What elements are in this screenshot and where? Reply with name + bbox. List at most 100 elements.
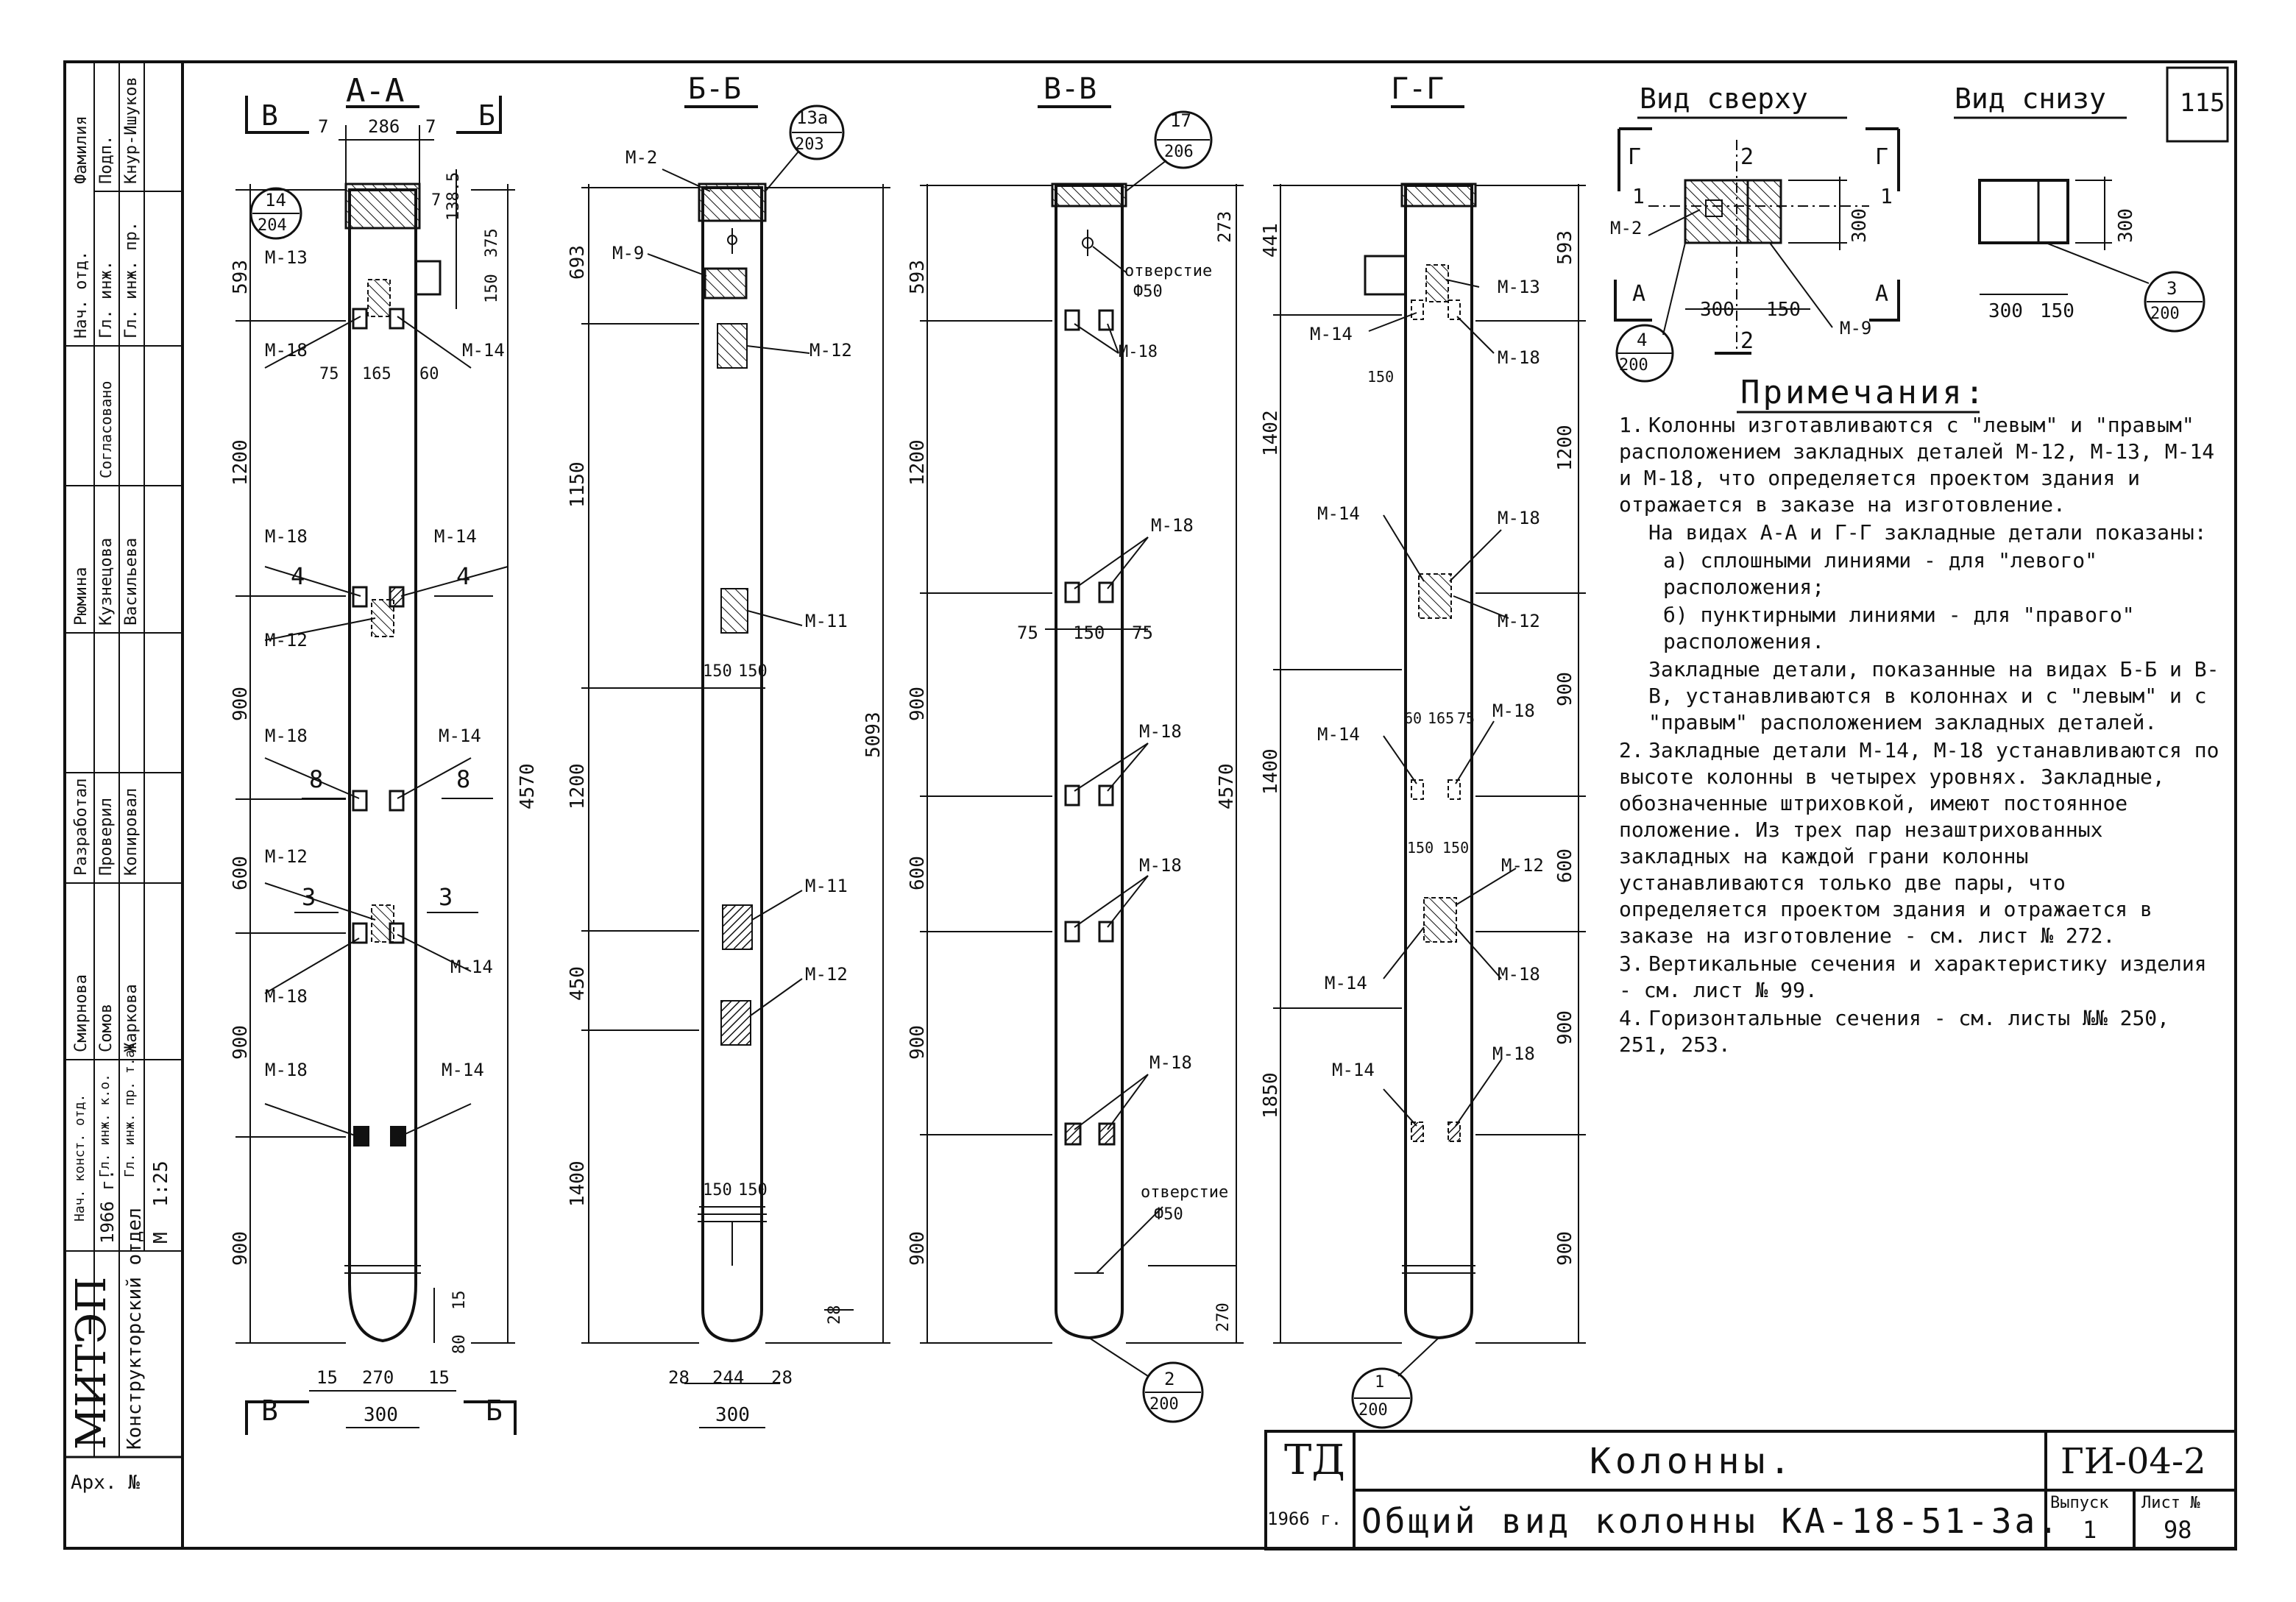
dim-aa-spacing-0: 75 xyxy=(319,365,339,383)
label-aa-m18-4: М-18 xyxy=(265,986,308,1007)
sheet-number: 115 xyxy=(2180,88,2225,118)
dim-vv-spacing-2: 75 xyxy=(1132,623,1153,643)
dim-aa-top-2: 286 xyxy=(368,116,400,137)
title-series: ГИ-04-2 xyxy=(2061,1441,2206,1482)
top-view-m9: М-9 xyxy=(1840,318,1872,339)
top-view-g-left: Г xyxy=(1628,144,1642,170)
dim-aa-spacing-2: 60 xyxy=(419,365,439,383)
label-gg-m18-1: М-18 xyxy=(1498,347,1540,368)
stamp-row-7: Разработал xyxy=(72,778,91,876)
note-2: 2.Закладные детали М-14, М-18 устанавлив… xyxy=(1619,738,2219,948)
note-1d: Закладные детали, показанные на видах Б-… xyxy=(1648,657,2219,734)
stamp-row-1: Кнур-Ишуков xyxy=(122,77,141,184)
section-mark-aa-4r: 4 xyxy=(456,562,471,590)
label-bb-m12-2: М-12 xyxy=(805,964,848,985)
callout-vv-sheet: 206 xyxy=(1164,143,1194,161)
dim-aa-top-1: 7 xyxy=(318,116,329,137)
stamp-row-13: Гл. инж. к.о. xyxy=(97,1074,113,1177)
callout-aa-num: 14 xyxy=(265,190,286,210)
stamp-row-5-name: Рюмина xyxy=(72,567,91,625)
callout-gg-bottom-sheet: 200 xyxy=(1358,1401,1388,1420)
dim-aa-right-1: 375 xyxy=(483,228,501,258)
stamp-row-6: Васильева xyxy=(122,537,141,625)
notes-title: Примечания: xyxy=(1740,374,1988,411)
label-gg-m13: М-13 xyxy=(1498,277,1540,297)
dim-aa-left-2: 900 xyxy=(230,687,252,721)
label-aa-m18-1: М-18 xyxy=(265,340,308,361)
bottom-view-dim-2: 300 xyxy=(2115,208,2137,243)
stamp-row-10-name: Сомов xyxy=(97,1003,116,1052)
dim-vv-270: 270 xyxy=(1214,1302,1233,1332)
stamp-row-9: Копировал xyxy=(122,787,141,876)
section-mark-aa-3r: 3 xyxy=(439,883,453,911)
section-vv xyxy=(920,105,1244,1423)
stamp-archive: Арх. № xyxy=(71,1472,140,1494)
dim-gg-small-5: 150 xyxy=(1442,839,1470,857)
top-view-dim-2: 300 xyxy=(1849,208,1871,243)
title-year: 1966 г. xyxy=(1267,1509,1342,1529)
bottom-view-dim-0: 300 xyxy=(1988,300,2023,322)
stamp-row-8: Проверил xyxy=(97,798,116,876)
stamp-row-12: Нач. конст. отд. xyxy=(72,1094,88,1222)
top-view-a-left: А xyxy=(1632,281,1646,307)
stamp-org: МИТЭП xyxy=(68,1276,116,1450)
dim-aa-bottom-1: 15 xyxy=(316,1367,338,1388)
dim-vv-left-3: 600 xyxy=(907,856,929,890)
label-aa-m13: М-13 xyxy=(265,247,308,268)
section-marker-v-bottom: В xyxy=(261,1394,278,1427)
stamp-scale-label: М xyxy=(150,1232,172,1244)
dim-aa-right-3: 80 xyxy=(450,1334,469,1355)
label-aa-m14-5: М-14 xyxy=(442,1060,484,1080)
label-gg-m18-2: М-18 xyxy=(1498,508,1540,528)
callout-vv-bottom-sheet: 200 xyxy=(1149,1395,1179,1414)
dim-aa-spacing-1: 165 xyxy=(362,365,391,383)
dim-bb-left-3: 450 xyxy=(567,966,589,1001)
dim-vv-left-2: 900 xyxy=(907,687,929,721)
stamp-row-0-name: Подп. xyxy=(97,135,116,184)
dim-vv-spacing-0: 75 xyxy=(1017,623,1038,643)
top-view-2-top: 2 xyxy=(1740,144,1754,170)
label-vv-m18-2: М-18 xyxy=(1139,721,1182,742)
note-4: 4.Горизонтальные сечения - см. листы №№ … xyxy=(1619,1006,2170,1057)
label-gg-m18-5: М-18 xyxy=(1492,1043,1535,1064)
title-main: Колонны. xyxy=(1590,1441,1796,1482)
dim-bb-bottom-2: 244 xyxy=(712,1367,745,1388)
label-vv-hole-2: отверстие xyxy=(1141,1183,1229,1202)
dim-aa-right-2: 150 xyxy=(483,274,501,303)
bottom-view-title: Вид снизу xyxy=(1955,82,2106,115)
dim-gg-right-5: 900 xyxy=(1554,1231,1576,1266)
dim-aa-bottom-3: 15 xyxy=(428,1367,450,1388)
dim-gg-small-2: 165 xyxy=(1428,709,1455,727)
dim-vv-right-0: 273 xyxy=(1214,210,1235,243)
label-vv-hole-1: отверстие xyxy=(1124,262,1213,280)
note-3: 3.Вертикальные сечения и характеристику … xyxy=(1619,951,2207,1002)
dim-bb-left-1: 1150 xyxy=(567,461,589,508)
dim-gg-small-3: 75 xyxy=(1457,709,1475,727)
section-marker-b-bottom: Б xyxy=(486,1394,503,1427)
label-aa-m18-2: М-18 xyxy=(265,526,308,547)
stamp-row-10: Смирнова xyxy=(72,974,91,1052)
dim-vv-left-5: 900 xyxy=(907,1231,929,1266)
dim-vv-left-0: 593 xyxy=(907,260,929,294)
dim-bb-left-2: 1200 xyxy=(567,763,589,809)
note-1c: б) пунктирными линиями - для "правого" р… xyxy=(1663,603,2135,653)
section-mark-aa-4l: 4 xyxy=(291,562,305,590)
dim-aa-left-3: 600 xyxy=(230,856,252,890)
label-bb-m9: М-9 xyxy=(612,243,645,263)
stamp-scale: 1:25 xyxy=(150,1160,172,1207)
dim-bb-spacing2-1: 150 xyxy=(738,1181,768,1199)
dim-aa-bottom-2: 270 xyxy=(362,1367,394,1388)
stamp-row-1-role: Нач. отд. xyxy=(72,250,91,339)
dim-gg-right-0: 593 xyxy=(1554,230,1576,265)
label-aa-m14-2: М-14 xyxy=(434,526,477,547)
dim-aa-left-4: 900 xyxy=(230,1025,252,1060)
stamp-row-0: Фамилия xyxy=(72,116,91,184)
bottom-view-callout-sheet: 200 xyxy=(2150,305,2180,323)
stamp-row-3: Гл. инж. пр. xyxy=(122,221,141,339)
label-vv-m18-3: М-18 xyxy=(1139,855,1182,876)
dim-vv-left-1: 1200 xyxy=(907,439,929,486)
section-title-vv: В-В xyxy=(1044,72,1097,106)
title-block xyxy=(1264,1430,2237,1550)
